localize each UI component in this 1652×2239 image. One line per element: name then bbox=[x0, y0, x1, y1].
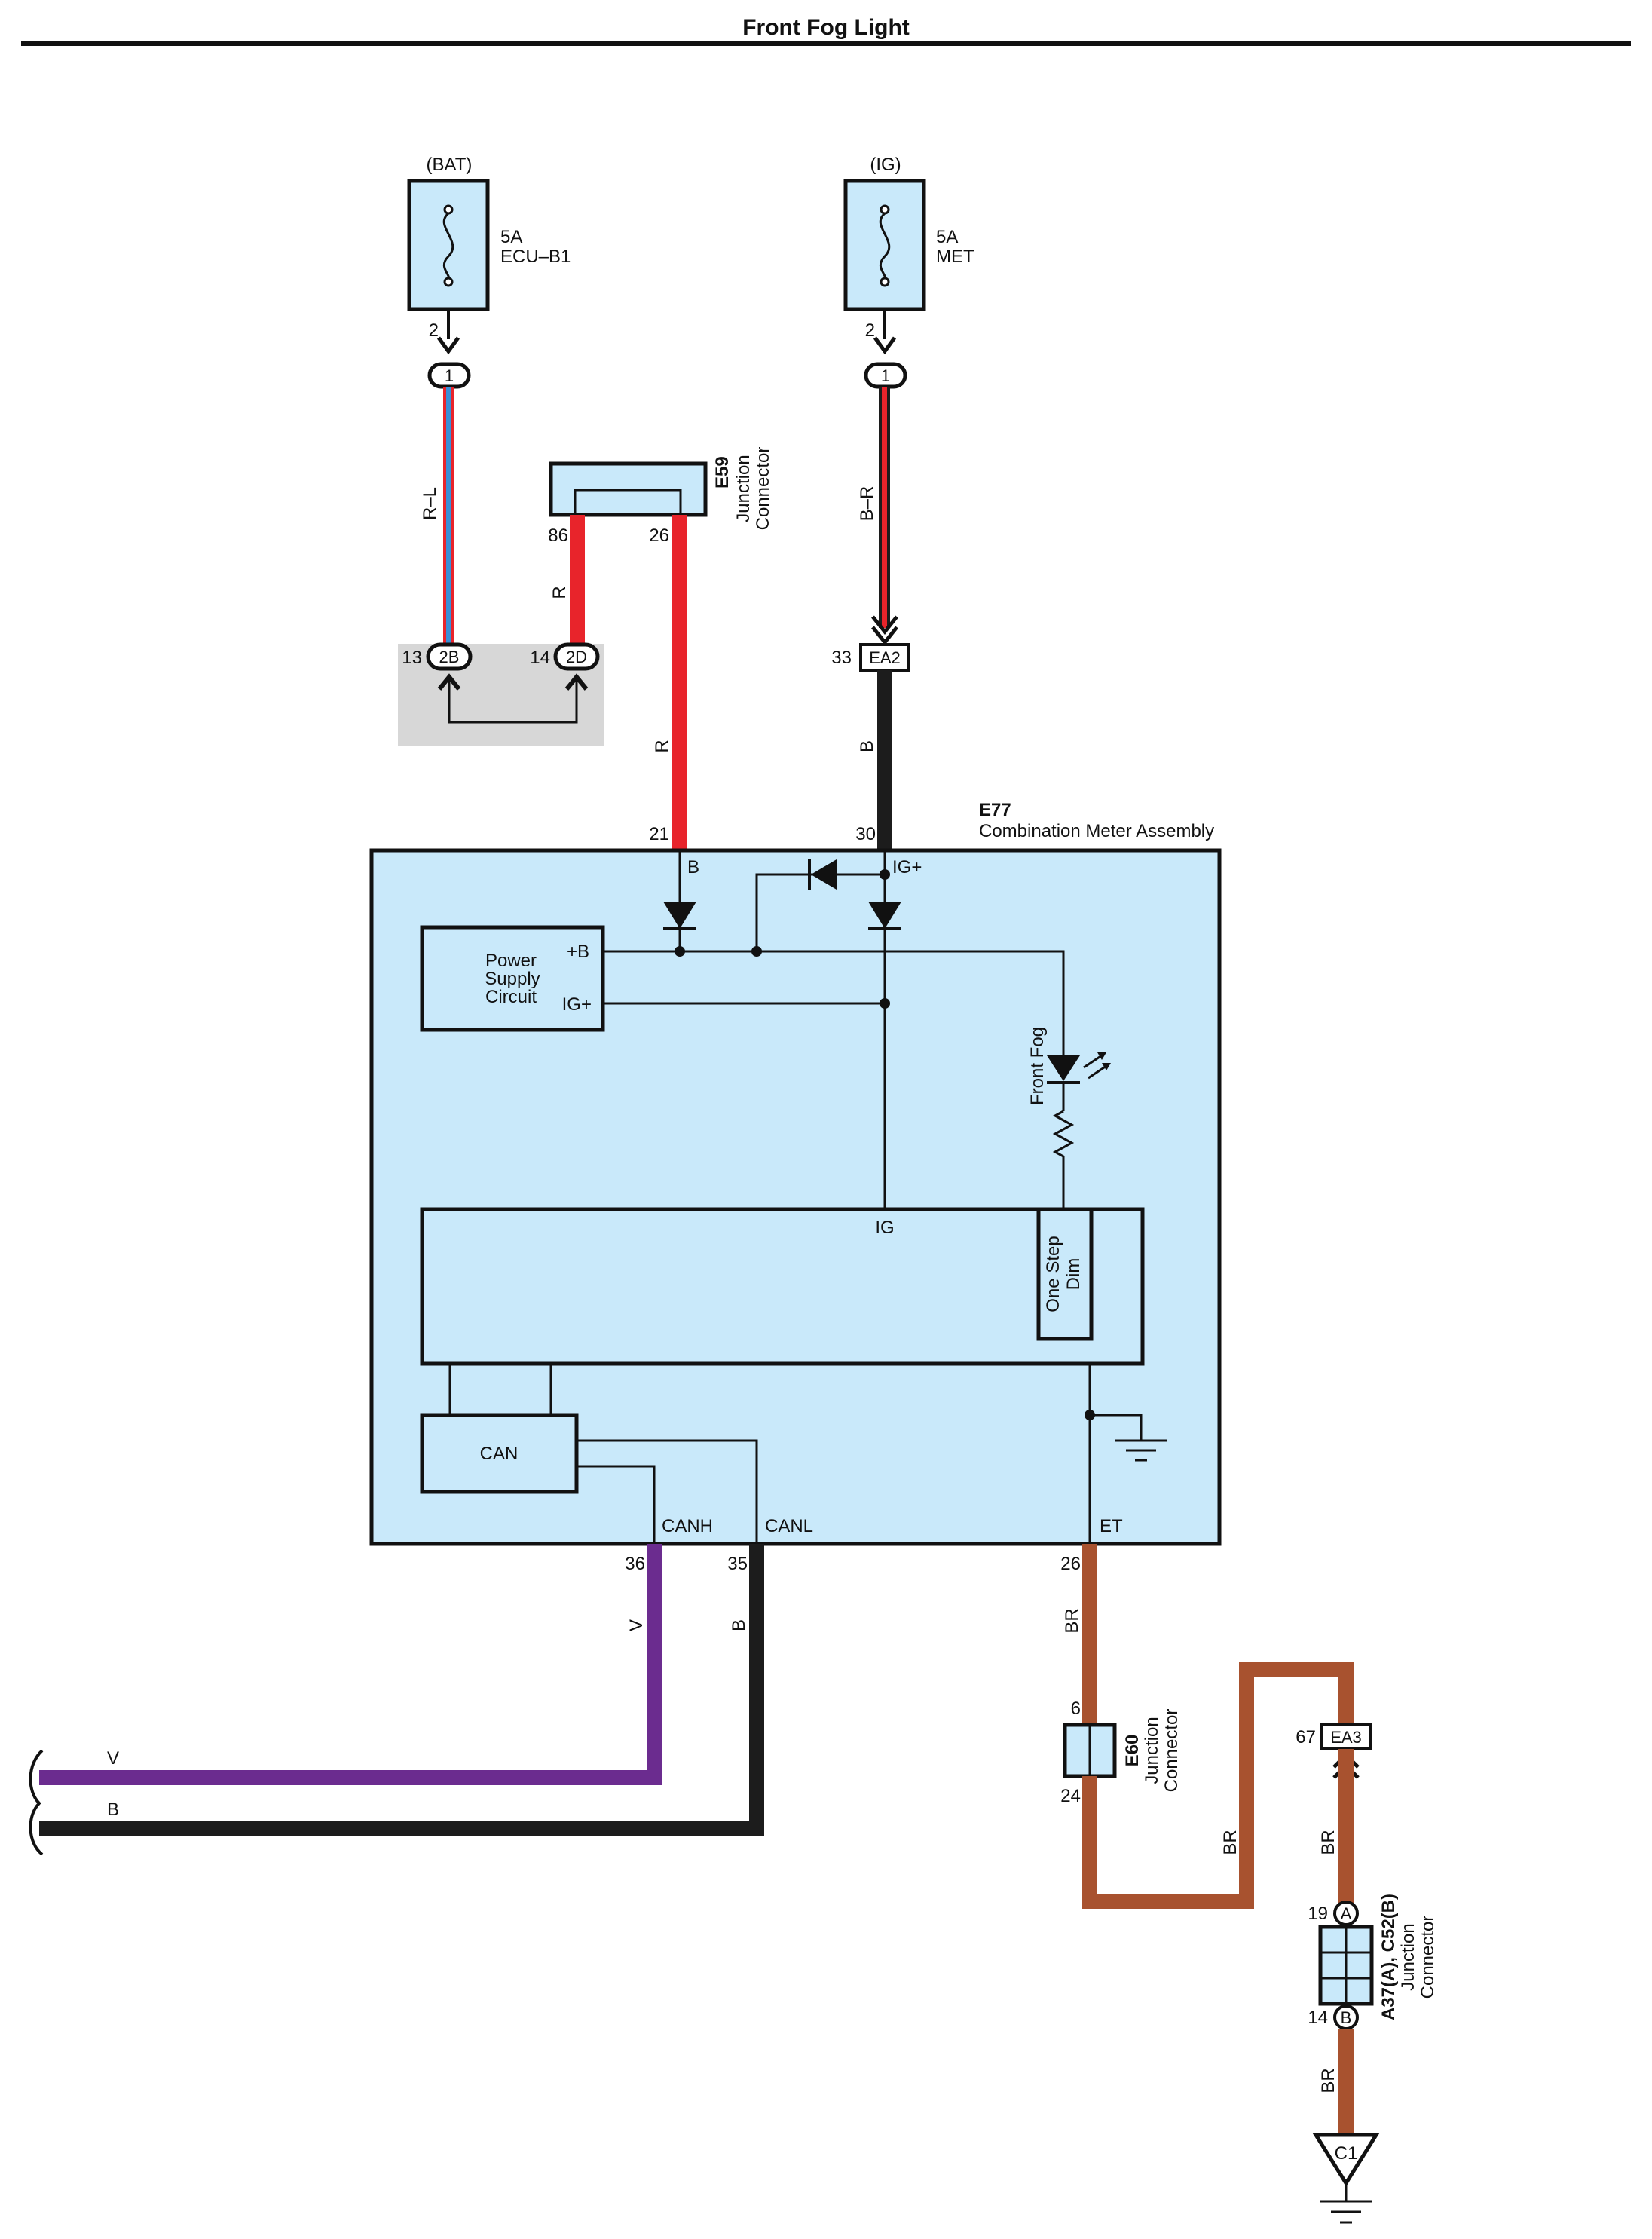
svg-text:Dim: Dim bbox=[1063, 1258, 1084, 1291]
svg-text:Combination Meter Assembly: Combination Meter Assembly bbox=[979, 821, 1214, 841]
svg-text:V: V bbox=[107, 1748, 119, 1769]
svg-text:IG+: IG+ bbox=[562, 994, 592, 1015]
svg-text:CAN: CAN bbox=[480, 1444, 519, 1464]
svg-text:13: 13 bbox=[402, 648, 422, 668]
svg-text:14: 14 bbox=[530, 648, 550, 668]
svg-text:2: 2 bbox=[865, 320, 875, 341]
wire-br-ea3: BR bbox=[1318, 1749, 1354, 1907]
svg-text:33: 33 bbox=[831, 648, 852, 668]
svg-text:1: 1 bbox=[445, 366, 454, 385]
svg-text:67: 67 bbox=[1296, 1727, 1316, 1747]
svg-text:R–L: R–L bbox=[420, 487, 440, 520]
svg-text:36: 36 bbox=[625, 1554, 645, 1574]
svg-text:B: B bbox=[729, 1619, 749, 1631]
svg-text:BR: BR bbox=[1220, 1830, 1241, 1855]
svg-text:ET: ET bbox=[1100, 1516, 1123, 1536]
svg-text:14: 14 bbox=[1308, 2008, 1328, 2028]
svg-text:B: B bbox=[107, 1799, 119, 1820]
svg-text:24: 24 bbox=[1060, 1786, 1081, 1806]
splice-2b-2d: 2B 13 2D 14 bbox=[398, 642, 604, 746]
wire-b-r: B–R bbox=[857, 387, 898, 646]
wire-r-86: R bbox=[549, 515, 585, 653]
wire-can-v: 36 V V bbox=[39, 1544, 662, 1785]
svg-text:BR: BR bbox=[1318, 1830, 1338, 1855]
svg-text:1: 1 bbox=[881, 366, 890, 385]
fuse-met: (IG) 5A MET 2 1 bbox=[843, 155, 974, 389]
svg-text:CANL: CANL bbox=[765, 1516, 813, 1536]
svg-text:B–R: B–R bbox=[857, 486, 877, 522]
svg-text:BR: BR bbox=[1062, 1608, 1082, 1633]
svg-text:E60: E60 bbox=[1122, 1735, 1143, 1767]
svg-text:BR: BR bbox=[1318, 2068, 1338, 2093]
svg-text:19: 19 bbox=[1308, 1904, 1328, 1924]
svg-text:B: B bbox=[857, 740, 877, 752]
svg-text:R: R bbox=[549, 586, 570, 599]
svg-text:(IG): (IG) bbox=[870, 155, 901, 175]
svg-text:5A: 5A bbox=[936, 227, 958, 247]
junction-a37-c52: 19 A 14 B A37(A), C52(B) Junction Connec… bbox=[1308, 1894, 1438, 2030]
svg-text:+B: +B bbox=[567, 942, 589, 962]
junction-e60: 6 24 E60 Junction Connector bbox=[1060, 1698, 1182, 1806]
svg-text:EA2: EA2 bbox=[869, 648, 901, 667]
svg-text:Junction: Junction bbox=[733, 455, 754, 522]
svg-text:26: 26 bbox=[1060, 1554, 1081, 1574]
svg-text:Supply: Supply bbox=[485, 969, 540, 989]
svg-text:Front Fog: Front Fog bbox=[1027, 1027, 1048, 1105]
svg-text:MET: MET bbox=[936, 247, 974, 267]
svg-text:IG: IG bbox=[875, 1218, 894, 1238]
wire-break-mark bbox=[29, 1749, 44, 1856]
wire-r-l: R–L bbox=[420, 387, 454, 653]
svg-text:E59: E59 bbox=[712, 456, 733, 489]
svg-text:One Step: One Step bbox=[1043, 1236, 1063, 1312]
connector-ea3: 67 EA3 bbox=[1296, 1723, 1372, 1779]
svg-text:30: 30 bbox=[855, 824, 876, 844]
svg-text:26: 26 bbox=[649, 525, 669, 546]
wire-r-26: R bbox=[652, 515, 687, 850]
junction-e59: E59 Junction Connector 86 26 bbox=[548, 447, 773, 546]
wire-br-et: 26 BR bbox=[1060, 1544, 1097, 1725]
svg-text:6: 6 bbox=[1071, 1698, 1081, 1719]
svg-text:V: V bbox=[626, 1619, 647, 1631]
svg-text:R: R bbox=[652, 740, 672, 752]
svg-text:ECU–B1: ECU–B1 bbox=[500, 247, 571, 267]
svg-text:E77: E77 bbox=[979, 800, 1011, 820]
fuse-ecu-b1: (BAT) 5A ECU–B1 2 1 bbox=[407, 155, 571, 389]
svg-text:A37(A), C52(B): A37(A), C52(B) bbox=[1378, 1894, 1399, 2020]
combination-meter: E77 Combination Meter Assembly 21 30 B I… bbox=[369, 800, 1222, 1546]
svg-text:IG+: IG+ bbox=[892, 857, 922, 878]
svg-text:A: A bbox=[1341, 1904, 1352, 1923]
svg-text:B: B bbox=[1341, 2008, 1352, 2027]
svg-text:2: 2 bbox=[429, 320, 439, 341]
svg-text:(BAT): (BAT) bbox=[427, 155, 473, 175]
svg-text:Circuit: Circuit bbox=[485, 987, 537, 1007]
connector-ea2: 33 EA2 bbox=[831, 643, 910, 672]
ground-c1: C1 bbox=[1312, 2133, 1380, 2224]
svg-text:CANH: CANH bbox=[662, 1516, 713, 1536]
svg-text:86: 86 bbox=[548, 525, 568, 546]
svg-text:B: B bbox=[687, 857, 699, 878]
svg-text:Junction: Junction bbox=[1398, 1923, 1418, 1990]
wire-b-ig: B bbox=[857, 670, 892, 850]
wire-br-loop: BR bbox=[1082, 1662, 1354, 1909]
svg-text:Connector: Connector bbox=[753, 447, 773, 531]
svg-text:35: 35 bbox=[727, 1554, 748, 1574]
svg-text:5A: 5A bbox=[500, 227, 522, 247]
page-title: Front Fog Light bbox=[742, 15, 910, 40]
svg-text:C1: C1 bbox=[1335, 2143, 1358, 2164]
svg-text:Connector: Connector bbox=[1418, 1916, 1438, 1999]
svg-text:Power: Power bbox=[485, 951, 537, 971]
svg-text:21: 21 bbox=[649, 824, 669, 844]
svg-text:2D: 2D bbox=[566, 648, 587, 666]
svg-text:Connector: Connector bbox=[1161, 1709, 1182, 1793]
wire-br-a37: BR bbox=[1318, 2029, 1354, 2135]
wire-can-b: 35 B B bbox=[39, 1544, 764, 1836]
svg-text:Junction: Junction bbox=[1142, 1717, 1162, 1784]
svg-text:EA3: EA3 bbox=[1330, 1728, 1362, 1747]
svg-text:2B: 2B bbox=[439, 648, 460, 666]
